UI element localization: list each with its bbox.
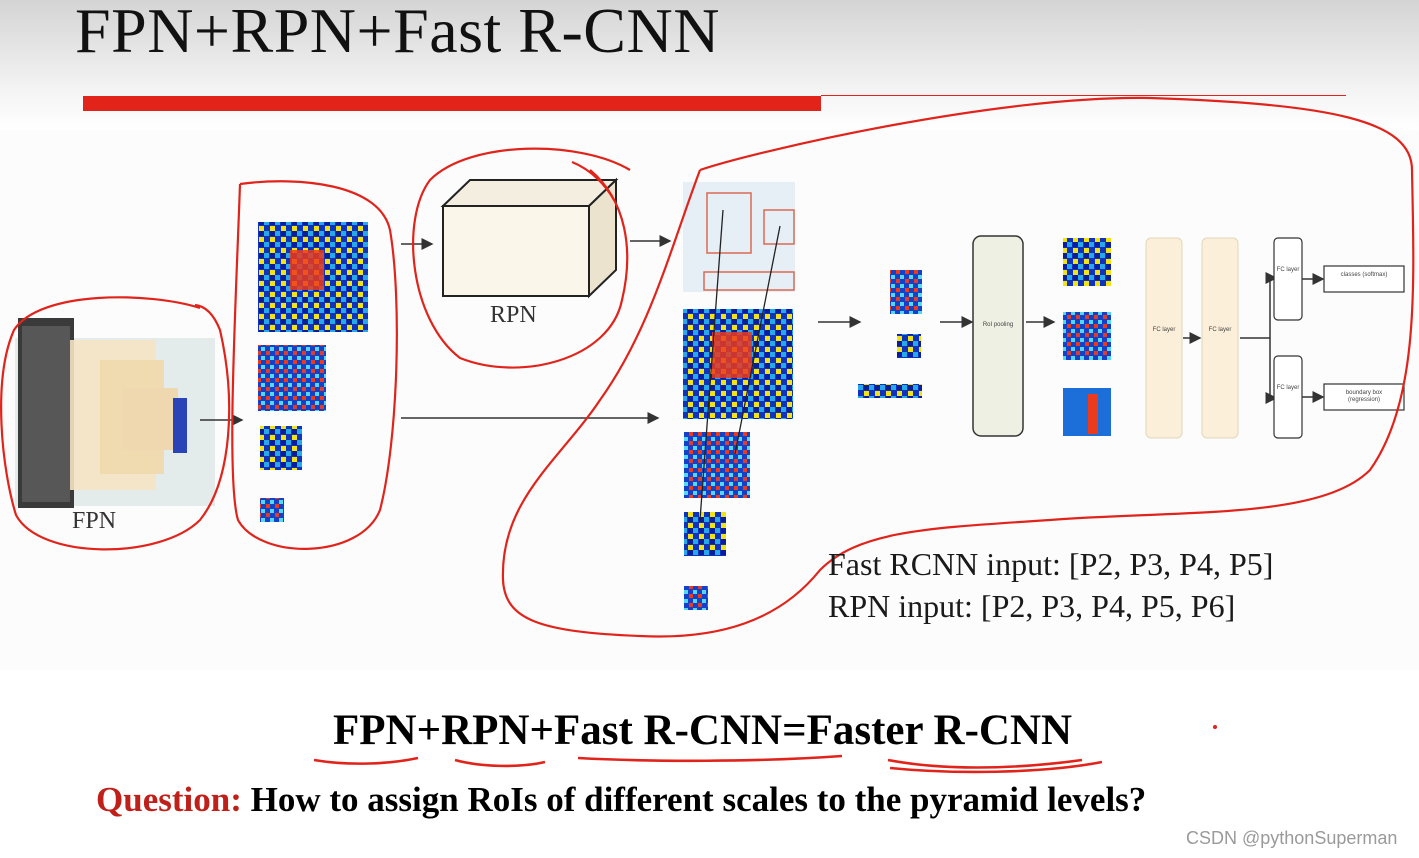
fc-layer-1-label: FC layer — [1148, 327, 1180, 334]
fc-layer-reg — [1274, 356, 1302, 438]
input-description: Fast RCNN input: [P2, P3, P4, P5] RPN in… — [828, 543, 1273, 627]
question-label: Question: — [96, 780, 242, 819]
rpn-block — [443, 180, 616, 296]
roi-features — [858, 270, 922, 398]
rpn-label: RPN — [490, 302, 537, 329]
fast-rcnn-input-text: Fast RCNN input: [P2, P3, P4, P5] — [828, 543, 1273, 585]
fc-layer-1 — [1146, 238, 1182, 438]
fpn-label: FPN — [72, 508, 116, 535]
roi-pooling-label: RoI pooling — [976, 322, 1020, 329]
red-dot — [1213, 725, 1217, 729]
classes-output-box — [1324, 266, 1404, 292]
watermark: CSDN @pythonSuperman — [1186, 828, 1397, 849]
bbox-label: boundary box (regression) — [1336, 390, 1392, 404]
rpn-input-text: RPN input: [P2, P3, P4, P5, P6] — [828, 585, 1273, 627]
fc-cls-label: FC layer — [1276, 267, 1300, 274]
fpn-illustration — [15, 318, 215, 508]
fc-layer-2 — [1202, 238, 1238, 438]
red-underlines — [314, 756, 1102, 772]
fc-reg-label: FC layer — [1276, 385, 1300, 392]
fc-layer-cls — [1274, 238, 1302, 320]
formula: FPN+RPN+Fast R-CNN=Faster R-CNN — [333, 706, 1072, 755]
feature-map-p4 — [260, 426, 302, 470]
fpn-feature-maps — [258, 222, 368, 522]
feature-map-p3 — [258, 345, 326, 411]
roi-pooling-block — [973, 236, 1023, 436]
pooled-outputs — [1063, 238, 1111, 436]
fc-layer-2-label: FC layer — [1204, 327, 1236, 334]
feature-map-p5 — [260, 498, 284, 522]
question: Question: How to assign RoIs of differen… — [96, 780, 1146, 820]
question-text: How to assign RoIs of different scales t… — [242, 780, 1146, 819]
classes-label: classes (softmax) — [1336, 272, 1392, 279]
